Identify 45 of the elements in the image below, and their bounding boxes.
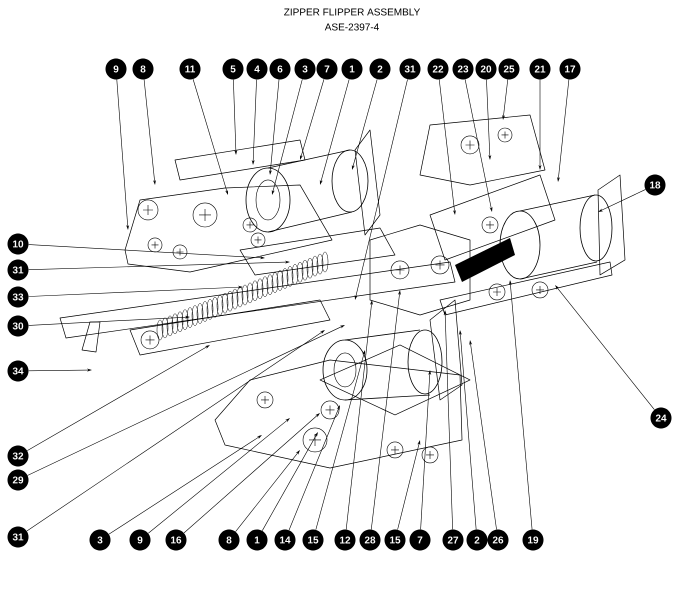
callout-number: 31: [8, 526, 28, 548]
callout-number: 2: [370, 58, 390, 80]
callout-number: 10: [8, 233, 28, 254]
callout-number: 9: [130, 529, 150, 550]
callout-number: 31: [8, 260, 28, 280]
callout-number: 26: [488, 529, 508, 550]
callout-number: 9: [106, 58, 126, 80]
callout-number: 11: [180, 58, 200, 80]
callout-number: 22: [428, 58, 448, 80]
callout-number: 2: [466, 529, 488, 550]
callout-number: 27: [442, 529, 464, 550]
callout-number: 12: [334, 529, 356, 550]
callout-number: 3: [294, 58, 316, 80]
callout-number: 6: [270, 58, 290, 80]
callout-number: 20: [476, 58, 496, 80]
callout-number: 15: [302, 529, 324, 550]
callout-number: 33: [8, 286, 28, 308]
callout-number: 30: [8, 315, 28, 336]
callout-number: 32: [8, 445, 28, 466]
callout-number: 3: [90, 529, 110, 550]
callout-number: 7: [410, 529, 430, 550]
callout-number: 24: [650, 407, 672, 428]
callout-number: 28: [360, 529, 380, 550]
leader-line: [184, 413, 320, 534]
callout-number: 8: [218, 529, 240, 550]
callout-number: 21: [530, 58, 550, 80]
callout-number: 1: [246, 529, 268, 550]
callout-number: 25: [498, 58, 520, 80]
callout-number: 23: [452, 58, 474, 80]
callout-number: 29: [8, 469, 28, 490]
callout-number: 18: [644, 174, 666, 196]
callout-number: 1: [342, 58, 362, 80]
callout-number: 19: [522, 529, 544, 550]
callout-number: 5: [222, 58, 244, 80]
callout-number: 14: [274, 529, 296, 550]
callout-number: 16: [166, 529, 186, 550]
callout-number: 7: [316, 58, 338, 80]
callout-number: 4: [246, 58, 268, 80]
part-number: ASE-2397-4: [324, 23, 379, 31]
callout-number: 31: [400, 58, 420, 80]
callout-number: 15: [384, 529, 406, 550]
callout-number: 8: [132, 58, 154, 80]
callout-number: 34: [8, 360, 28, 382]
callout-number: 17: [560, 58, 580, 80]
title: ZIPPER FLIPPER ASSEMBLY: [284, 8, 420, 16]
